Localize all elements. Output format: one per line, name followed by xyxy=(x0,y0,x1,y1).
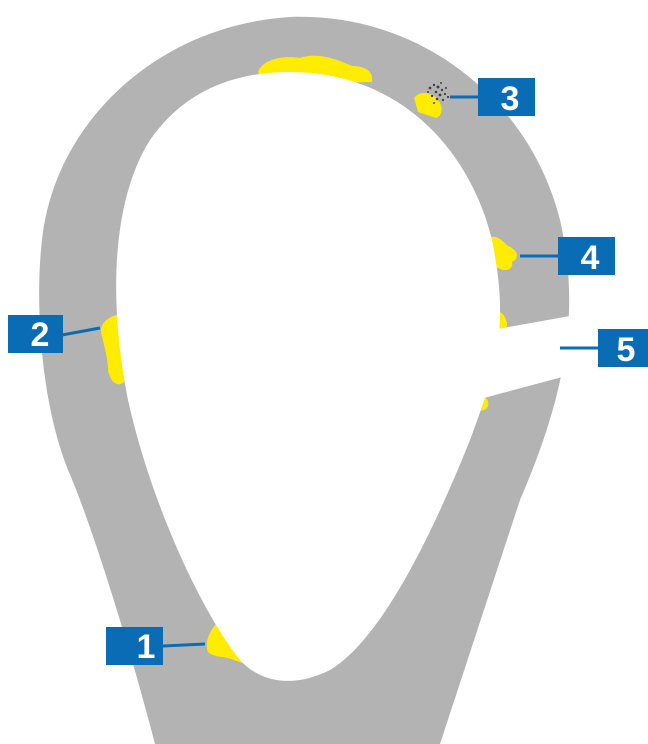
callout-5: 5 xyxy=(598,329,648,369)
defect-3 xyxy=(414,92,442,118)
speckle-cluster xyxy=(427,82,450,104)
callout-2-label: 2 xyxy=(31,316,50,354)
callout-4-label: 4 xyxy=(581,239,600,277)
callout-4: 4 xyxy=(558,237,615,277)
leader-2 xyxy=(61,326,101,337)
ring-hole xyxy=(116,72,501,681)
leader-lines xyxy=(61,95,598,648)
callout-3-label: 3 xyxy=(501,80,520,118)
callout-3: 3 xyxy=(478,78,535,118)
callout-1: 1 xyxy=(106,627,163,666)
leader-1 xyxy=(162,642,206,648)
callout-2: 2 xyxy=(8,315,63,354)
callout-1-label: 1 xyxy=(137,628,156,666)
white-band xyxy=(484,316,570,398)
callout-5-label: 5 xyxy=(617,331,636,369)
